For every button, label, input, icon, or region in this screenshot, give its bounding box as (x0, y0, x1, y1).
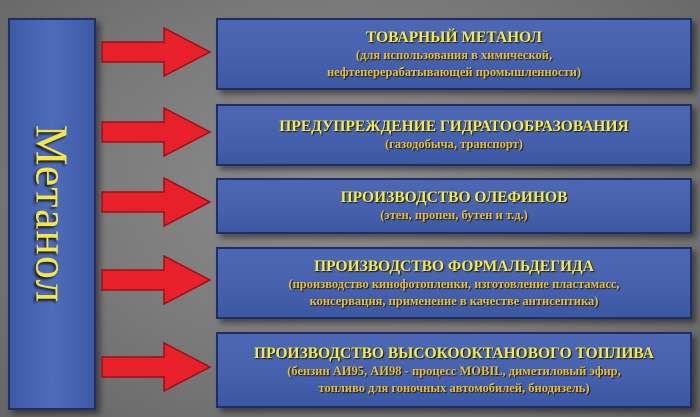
arrow-right-icon (101, 176, 212, 228)
arrow-right-icon (101, 26, 212, 78)
use-box-hydrate-prevention: ПРЕДУПРЕЖДЕНИЕ ГИДРАТООБРАЗОВАНИЯ (газод… (216, 104, 692, 166)
methanol-main-box: Метанол (8, 18, 96, 410)
use-box-commercial-methanol: ТОВАРНЫЙ МЕТАНОЛ (для использования в хи… (216, 18, 692, 90)
use-title: ПРЕДУПРЕЖДЕНИЕ ГИДРАТООБРАЗОВАНИЯ (279, 118, 629, 135)
use-detail-line: нефтеперерабатывающей промышленности) (326, 64, 581, 79)
use-box-olefins-production: ПРОИЗВОДСТВО ОЛЕФИНОВ (этен, пропен, бут… (216, 178, 692, 234)
arrow-right-icon (101, 341, 212, 393)
use-detail-line: (этен, пропен, бутен и т.д.) (380, 208, 528, 222)
use-detail-line: (бензин АИ95, АИ98 - процесс MOBIL, диме… (287, 363, 621, 378)
use-title: ПРОИЗВОДСТВО ФОРМАЛЬДЕГИДА (314, 257, 594, 275)
arrow-right-icon (101, 106, 212, 158)
use-box-formaldehyde-production: ПРОИЗВОДСТВО ФОРМАЛЬДЕГИДА (производство… (216, 247, 692, 319)
use-detail-line: (производство кинофотопленки, изготовлен… (288, 276, 620, 291)
arrow-right-icon (101, 254, 212, 306)
use-title: ПРОИЗВОДСТВО ВЫСОКООКТАНОВОГО ТОПЛИВА (254, 344, 654, 362)
use-detail-line: консервация, применение в качестве антис… (309, 293, 599, 308)
use-title: ТОВАРНЫЙ МЕТАНОЛ (365, 28, 543, 46)
use-detail-line: топливо для гоночных автомобилей, биодиз… (318, 380, 590, 395)
use-title: ПРОИЗВОДСТВО ОЛЕФИНОВ (340, 189, 568, 206)
use-detail-line: (газодобыча, транспорт) (385, 137, 523, 151)
use-box-high-octane-fuel: ПРОИЗВОДСТВО ВЫСОКООКТАНОВОГО ТОПЛИВА (б… (216, 332, 692, 408)
methanol-main-title: Метанол (26, 124, 78, 304)
use-detail-line: (для использования в химической, (355, 47, 553, 62)
